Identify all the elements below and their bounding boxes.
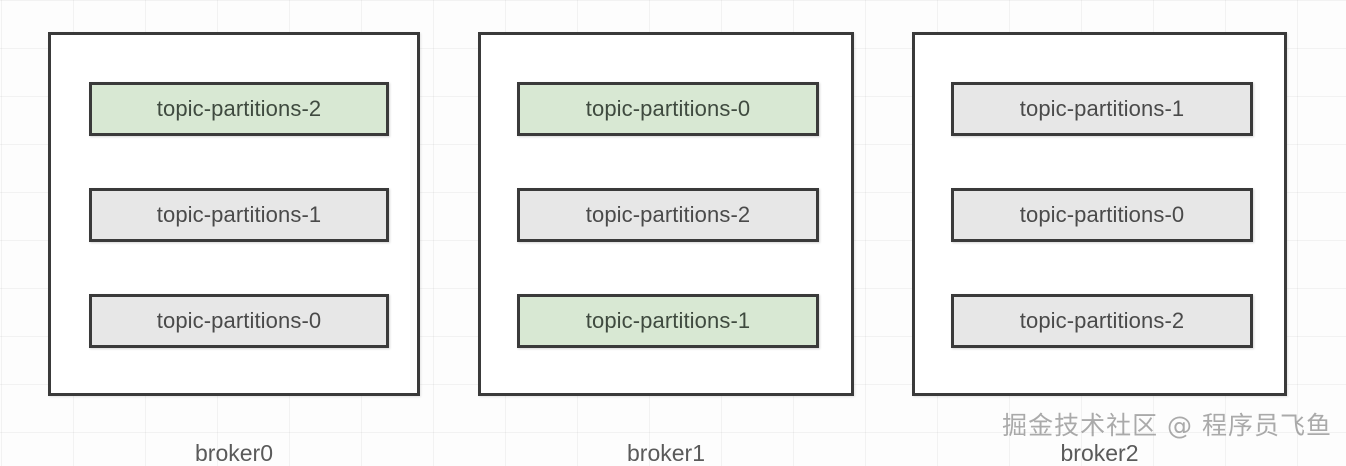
partition-label: topic-partitions-0 [156,308,322,333]
partition-item[interactable]: topic-partitions-2 [89,82,389,136]
partition-label: topic-partitions-0 [585,96,751,121]
partition-label: topic-partitions-2 [585,202,751,227]
partition-label: topic-partitions-1 [156,202,322,227]
broker-container-1[interactable]: topic-partitions-0 topic-partitions-2 to… [478,32,854,396]
partition-label: topic-partitions-2 [1019,308,1185,333]
partition-item[interactable]: topic-partitions-1 [951,82,1253,136]
partition-item[interactable]: topic-partitions-1 [517,294,819,348]
partition-item[interactable]: topic-partitions-2 [517,188,819,242]
partition-item[interactable]: topic-partitions-0 [517,82,819,136]
broker-column-0: topic-partitions-2 topic-partitions-1 to… [48,32,420,466]
partition-list-1: topic-partitions-0 topic-partitions-2 to… [481,35,851,393]
partition-label: topic-partitions-1 [1019,96,1185,121]
partition-item[interactable]: topic-partitions-1 [89,188,389,242]
partition-list-0: topic-partitions-2 topic-partitions-1 to… [51,35,417,393]
broker-container-2[interactable]: topic-partitions-1 topic-partitions-0 to… [912,32,1287,396]
watermark-text: 掘金技术社区 @ 程序员飞鱼 [1002,411,1332,440]
broker-name-label: broker1 [627,440,705,466]
broker-container-0[interactable]: topic-partitions-2 topic-partitions-1 to… [48,32,420,396]
broker-name-label: broker0 [195,440,273,466]
partition-item[interactable]: topic-partitions-0 [951,188,1253,242]
partition-label: topic-partitions-2 [156,96,322,121]
partition-label: topic-partitions-0 [1019,202,1185,227]
broker-column-1: topic-partitions-0 topic-partitions-2 to… [478,32,854,466]
partition-item[interactable]: topic-partitions-0 [89,294,389,348]
partition-item[interactable]: topic-partitions-2 [951,294,1253,348]
partition-label: topic-partitions-1 [585,308,751,333]
broker-column-2: topic-partitions-1 topic-partitions-0 to… [912,32,1287,466]
partition-list-2: topic-partitions-1 topic-partitions-0 to… [915,35,1284,393]
broker-name-label: broker2 [1060,440,1139,466]
